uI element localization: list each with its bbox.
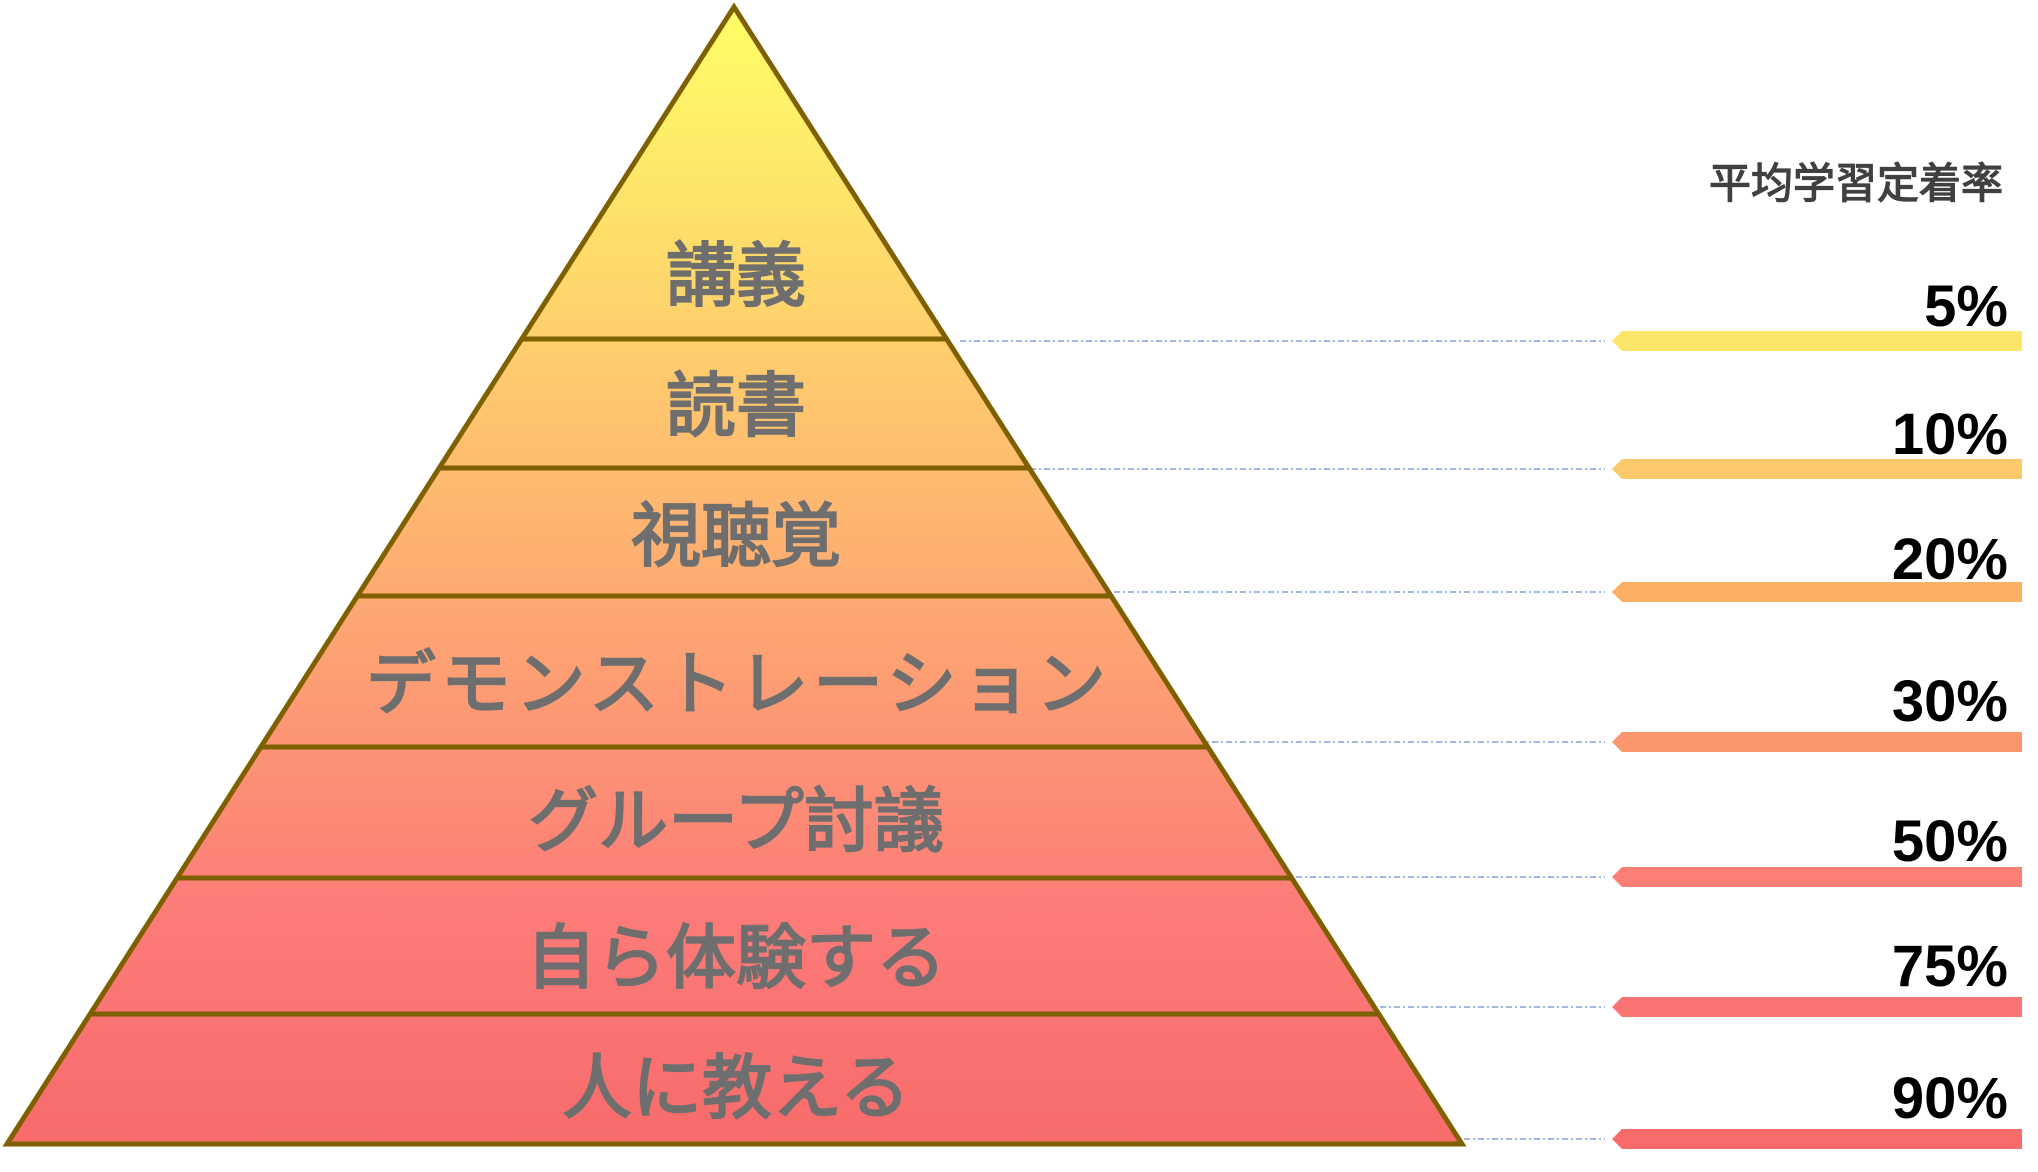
rate-bar [1612, 997, 2022, 1017]
pyramid-band-label: 自ら体験する [526, 917, 946, 999]
pyramid [7, 7, 1462, 1144]
rate-bar [1612, 732, 2022, 752]
pyramid-band-label: グループ討議 [528, 780, 944, 862]
retention-rate-value: 30% [1892, 669, 2008, 734]
pyramid-band-label: 人に教える [562, 1047, 910, 1129]
retention-rate-value: 10% [1892, 402, 2008, 467]
retention-rate-value: 50% [1892, 809, 2008, 874]
rate-bar [1612, 867, 2022, 887]
rate-bar [1612, 331, 2022, 351]
retention-rate-title: 平均学習定着率 [1709, 159, 2003, 208]
pyramid-outline [2, 2, 1467, 1147]
rate-bar [1612, 459, 2022, 479]
pyramid-band-label: 視聴覚 [631, 495, 841, 577]
rate-bar [1612, 1129, 2022, 1149]
retention-rate-value: 90% [1892, 1066, 2008, 1131]
pyramid-band-label: 読書 [666, 365, 806, 447]
retention-rate-value: 75% [1892, 934, 2008, 999]
retention-rate-value: 20% [1892, 527, 2008, 592]
retention-rate-value: 5% [1924, 274, 2008, 339]
pyramid-band-label: 講義 [666, 235, 806, 317]
rate-bar [1612, 582, 2022, 602]
